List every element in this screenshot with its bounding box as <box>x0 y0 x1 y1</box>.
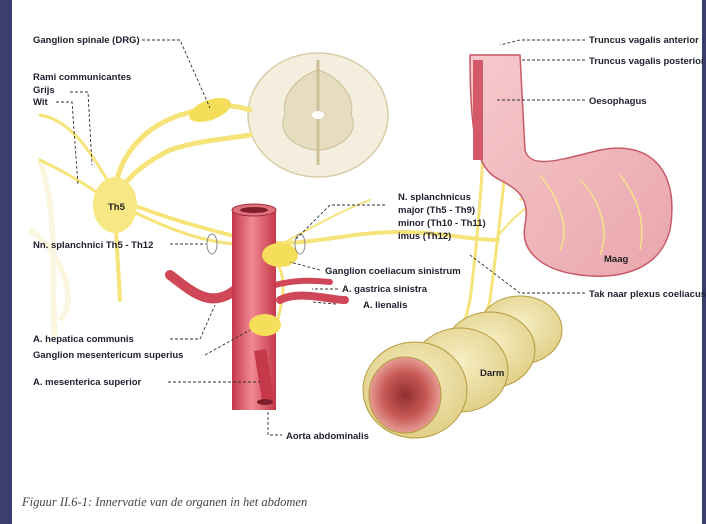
label-a-mesenterica: A. mesenterica superior <box>33 377 142 388</box>
th5-label: Th5 <box>108 202 126 213</box>
nerve-cut-ring-left <box>207 234 217 254</box>
label-ganglion-mesentericum: Ganglion mesentericum superius <box>33 350 183 361</box>
label-imus: imus (Th12) <box>398 231 451 242</box>
stomach <box>470 55 672 276</box>
label-ganglion-spinale: Ganglion spinale (DRG) <box>33 35 140 46</box>
label-rami-communicantes: Rami communicantes <box>33 72 131 83</box>
ganglion-spinale-shape <box>186 93 234 127</box>
spinal-cord <box>248 53 388 177</box>
label-major: major (Th5 - Th9) <box>398 205 475 216</box>
label-a-hepatica: A. hepatica communis <box>33 334 134 345</box>
intestine <box>363 296 562 438</box>
ganglion-coeliacum-shape <box>262 243 298 267</box>
label-ganglion-coeliacum: Ganglion coeliacum sinistrum <box>325 266 461 277</box>
label-a-gastrica: A. gastrica sinistra <box>342 284 428 295</box>
label-tak-plexus: Tak naar plexus coeliacus <box>589 289 706 300</box>
label-minor: minor (Th10 - Th11) <box>398 218 486 229</box>
maag-label: Maag <box>604 254 628 265</box>
label-aorta: Aorta abdominalis <box>286 431 369 442</box>
label-n-splanchnicus: N. splanchnicus <box>398 192 471 203</box>
label-a-lienalis: A. lienalis <box>363 300 407 311</box>
darm-label: Darm <box>480 368 504 379</box>
label-nn-splanchnici: Nn. splanchnici Th5 - Th12 <box>33 240 153 251</box>
figure-caption: Figuur II.6-1: Innervatie van de organen… <box>22 495 307 510</box>
label-oesophagus: Oesophagus <box>589 96 647 107</box>
aorta-and-arteries <box>170 204 345 410</box>
label-wit: Wit <box>33 97 49 108</box>
ganglion-mesentericum-shape <box>249 314 281 336</box>
label-grijs: Grijs <box>33 85 55 96</box>
label-truncus-anterior: Truncus vagalis anterior <box>589 35 699 46</box>
label-truncus-posterior: Truncus vagalis posterior <box>589 56 705 67</box>
